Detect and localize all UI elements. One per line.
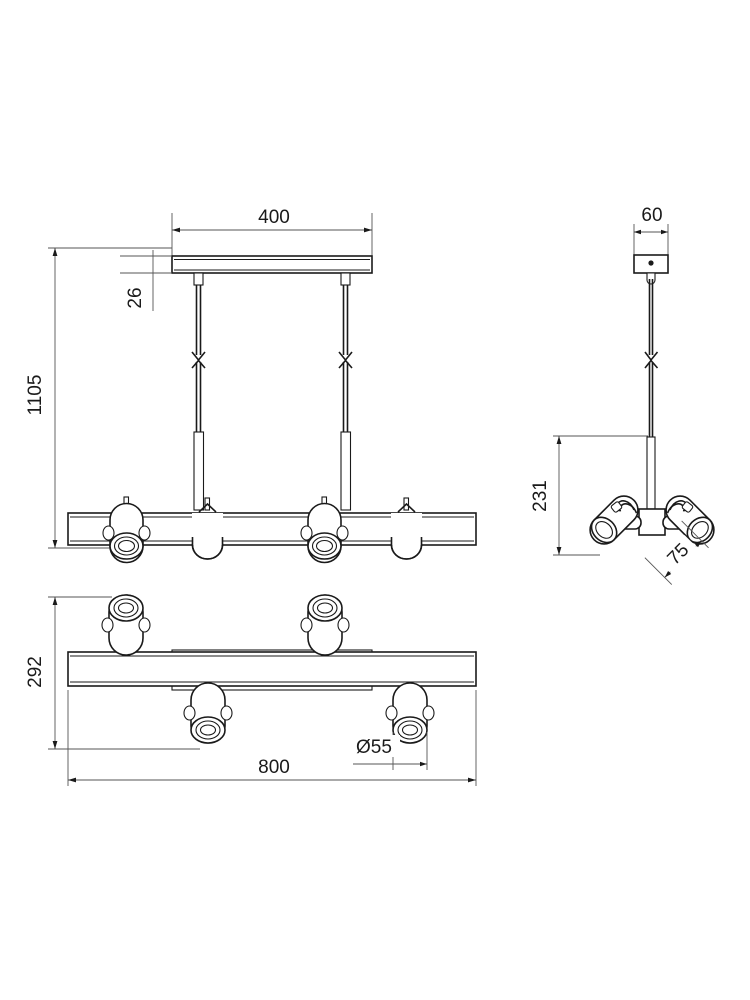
spotlight-rear-1-front-view — [191, 497, 224, 560]
dimension-plan-depth-292: 292 — [25, 596, 200, 750]
dim-label-26: 26 — [125, 287, 146, 308]
dimension-plan-width-800: 800 — [67, 690, 477, 786]
dim-label-400: 400 — [258, 207, 290, 228]
side-elevation-view: 60 231 — [530, 202, 715, 585]
spotlight-rear-2-front-view — [390, 497, 423, 560]
spotlight-right-side-view — [665, 495, 715, 545]
spotlight-front-1-front-view — [102, 496, 151, 564]
dimension-canopy-thickness-26: 26 — [120, 250, 172, 311]
dimension-head-diameter-55: Ø55 — [348, 732, 428, 770]
ceiling-canopy-front — [171, 255, 373, 274]
suspension-rod-side — [644, 279, 659, 510]
spot-connector-left-side — [610, 500, 638, 514]
spot-connector-right-side — [666, 500, 694, 514]
dim-label-55: Ø55 — [356, 737, 392, 758]
spotlight-plan-upper-1 — [101, 594, 151, 656]
dimension-canopy-width-400: 400 — [171, 205, 373, 256]
center-hub-side — [638, 508, 666, 536]
dimension-head-drop-231: 231 — [530, 435, 648, 556]
spotlight-plan-lower-2 — [385, 682, 435, 744]
spotlight-front-2-front-view — [300, 496, 349, 564]
dimension-total-height-1105: 1105 — [25, 247, 172, 549]
spotlight-left-side-view — [589, 495, 639, 545]
dim-label-60: 60 — [641, 205, 662, 226]
suspension-rod-left — [191, 272, 206, 511]
dim-label-231: 231 — [530, 480, 551, 512]
front-elevation-view: 400 26 1105 — [25, 205, 477, 564]
dimension-cup-width-60: 60 — [633, 202, 671, 255]
spotlight-plan-upper-2 — [300, 594, 350, 656]
dim-label-800: 800 — [258, 757, 290, 778]
light-bar-plan — [67, 651, 477, 687]
dim-label-1105: 1105 — [25, 375, 46, 416]
dim-label-292: 292 — [25, 656, 46, 688]
spotlight-plan-lower-1 — [183, 682, 233, 744]
bottom-plan-view: 292 — [25, 594, 477, 786]
ceiling-cup-side — [633, 254, 669, 285]
suspension-rod-right — [338, 272, 353, 511]
